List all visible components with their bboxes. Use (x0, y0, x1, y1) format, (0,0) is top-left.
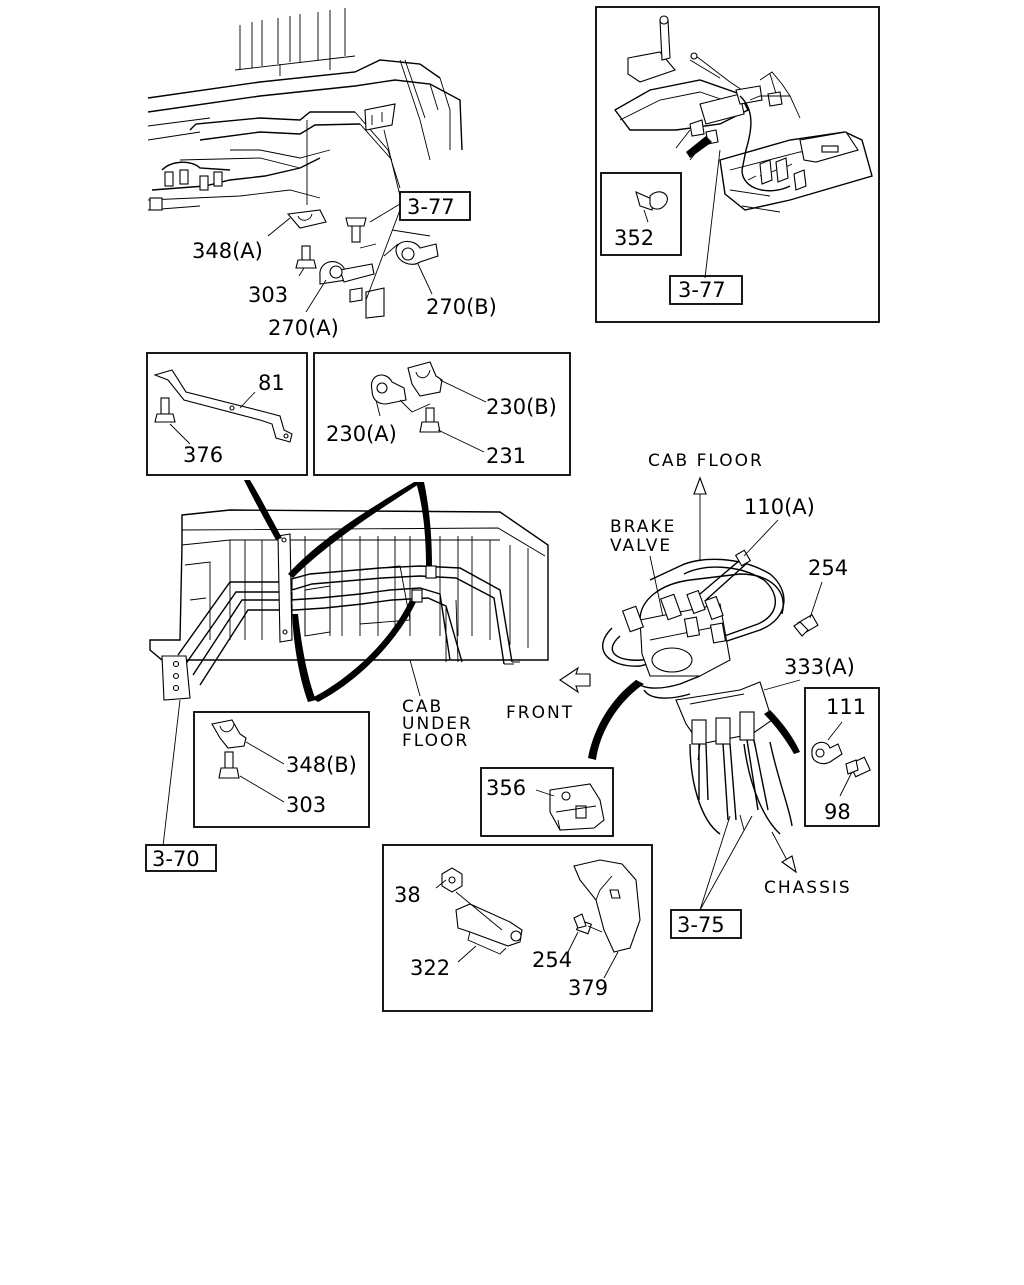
leader-333a (763, 679, 801, 691)
ref-3-77-inset: 3-77 (678, 278, 726, 302)
callout-230a: 230(A) (326, 422, 397, 446)
clamp-230 (370, 361, 487, 453)
pointer-356 (588, 680, 644, 760)
callout-110a: 110(A) (744, 495, 815, 519)
cab-underbody-top-view (147, 8, 463, 319)
label-cab-floor: CAB FLOOR (648, 451, 764, 471)
inset-box-230 (313, 352, 571, 476)
callout-376: 376 (183, 443, 223, 467)
valve-356 (535, 783, 605, 831)
label-cab: CAB (402, 697, 443, 717)
ref-3-75: 3-75 (677, 913, 725, 937)
leader-3-77-inset (704, 149, 721, 279)
callout-303-top: 303 (248, 283, 288, 307)
pointer-348b-right (312, 600, 416, 702)
inset-box-111 (804, 687, 880, 827)
ref-3-77-top: 3-77 (407, 195, 455, 219)
arrow-chassis-head (780, 855, 797, 874)
shift-linkage-inset (595, 6, 880, 323)
inset-box-81 (146, 352, 308, 476)
callout-379: 379 (568, 976, 608, 1000)
label-under: UNDER (402, 714, 473, 734)
inset-box-356 (480, 767, 614, 837)
callout-303-mid: 303 (286, 793, 326, 817)
inset-box-352 (600, 172, 682, 256)
inset-box-379 (382, 844, 653, 1012)
callout-352: 352 (614, 226, 654, 250)
ref-3-70: 3-70 (152, 847, 200, 871)
callout-254-bottom: 254 (532, 948, 572, 972)
clamp-111 (811, 721, 871, 797)
ref-box-3-77-inset (669, 275, 743, 305)
part-352-clip (635, 191, 668, 223)
arrow-chassis-shaft (771, 831, 789, 863)
pointer-230-left (288, 482, 422, 578)
label-valve: VALVE (610, 536, 672, 556)
arrow-cab-floor-head (693, 476, 707, 495)
bracket-81 (153, 369, 293, 445)
callout-111: 111 (826, 695, 866, 719)
pointer-81 (244, 480, 282, 540)
leader-110a (743, 519, 779, 557)
callout-270b: 270(B) (426, 295, 497, 319)
front-arrow (559, 666, 591, 694)
callout-270a: 270(A) (268, 316, 339, 340)
label-brake: BRAKE (610, 517, 676, 537)
leader-254-top (809, 581, 823, 619)
callout-254-top: 254 (808, 556, 848, 580)
inset-box-348b (193, 711, 370, 828)
label-floor: FLOOR (402, 731, 469, 751)
clip-348b (211, 719, 285, 803)
cab-under-floor-view (149, 509, 549, 701)
label-chassis: CHASSIS (764, 878, 852, 898)
ref-box-3-75 (670, 909, 742, 939)
brackets-322-379 (435, 859, 641, 979)
callout-333a: 333(A) (784, 655, 855, 679)
callout-348b: 348(B) (286, 753, 357, 777)
ref-box-3-70 (145, 844, 217, 872)
callout-98: 98 (824, 800, 851, 824)
callout-81: 81 (258, 371, 285, 395)
callout-231: 231 (486, 444, 526, 468)
pointer-230-right (416, 482, 432, 566)
label-front: FRONT (506, 703, 574, 723)
brake-valve-assembly (601, 549, 819, 835)
callout-230b: 230(B) (486, 395, 557, 419)
leader-3-70 (162, 699, 181, 847)
pointer-348b-left (292, 614, 316, 702)
callout-356: 356 (486, 776, 526, 800)
leader-3-75 (699, 815, 753, 911)
ref-box-3-77-top (399, 191, 471, 221)
callout-322: 322 (410, 956, 450, 980)
pointer-111 (764, 710, 800, 754)
callout-38: 38 (394, 883, 421, 907)
callout-348a: 348(A) (192, 239, 263, 263)
leader-cab-under-floor (409, 659, 421, 697)
